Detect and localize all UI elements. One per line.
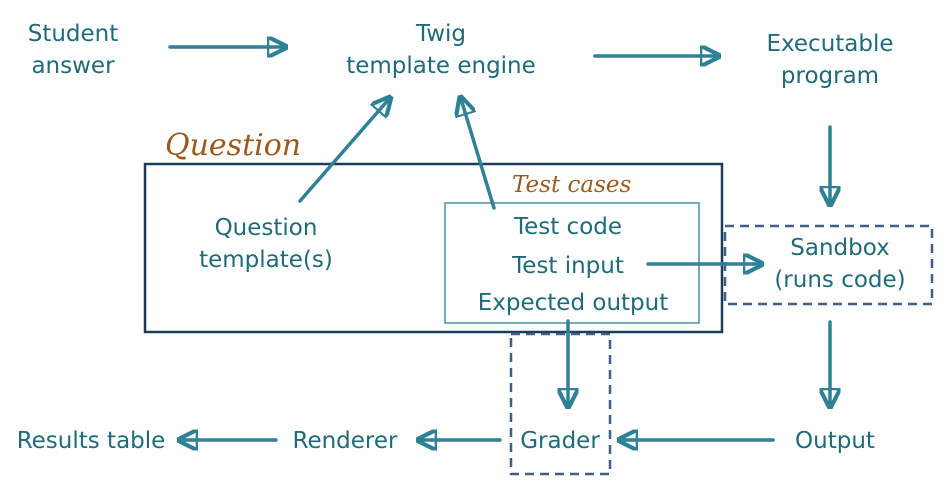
student-answer-label: Student answer — [14, 18, 132, 82]
twig-line2: template engine — [346, 53, 536, 79]
question-template-line2: template(s) — [199, 247, 333, 273]
question-box — [143, 162, 724, 334]
sandbox-label: Sandbox (runs code) — [755, 232, 925, 296]
test-input-label: Test input — [512, 253, 624, 279]
grader-box — [509, 332, 612, 476]
results-table-label: Results table — [16, 428, 166, 454]
grader-label: Grader — [520, 428, 600, 454]
executable-line1: Executable — [766, 31, 894, 57]
executable-line2: program — [780, 63, 880, 89]
twig-label: Twig template engine — [330, 18, 552, 82]
executable-program-label: Executable program — [748, 28, 912, 92]
arrow-test-code-to-twig — [461, 99, 496, 210]
question-template-line1: Question — [214, 215, 318, 241]
output-label: Output — [795, 428, 875, 454]
sandbox-line1: Sandbox — [790, 235, 890, 261]
question-template-label: Question template(s) — [186, 212, 346, 276]
sandbox-line2: (runs code) — [774, 267, 906, 293]
student-answer-line1: Student — [27, 21, 119, 47]
arrow-question-template-to-twig — [298, 99, 389, 203]
renderer-label: Renderer — [292, 428, 398, 454]
twig-line1: Twig — [415, 21, 467, 47]
test-code-label: Test code — [513, 214, 623, 240]
student-answer-line2: answer — [31, 53, 115, 79]
test-cases-group-label: Test cases — [512, 172, 632, 198]
expected-output-label: Expected output — [477, 290, 669, 316]
question-group-label: Question — [165, 128, 302, 163]
